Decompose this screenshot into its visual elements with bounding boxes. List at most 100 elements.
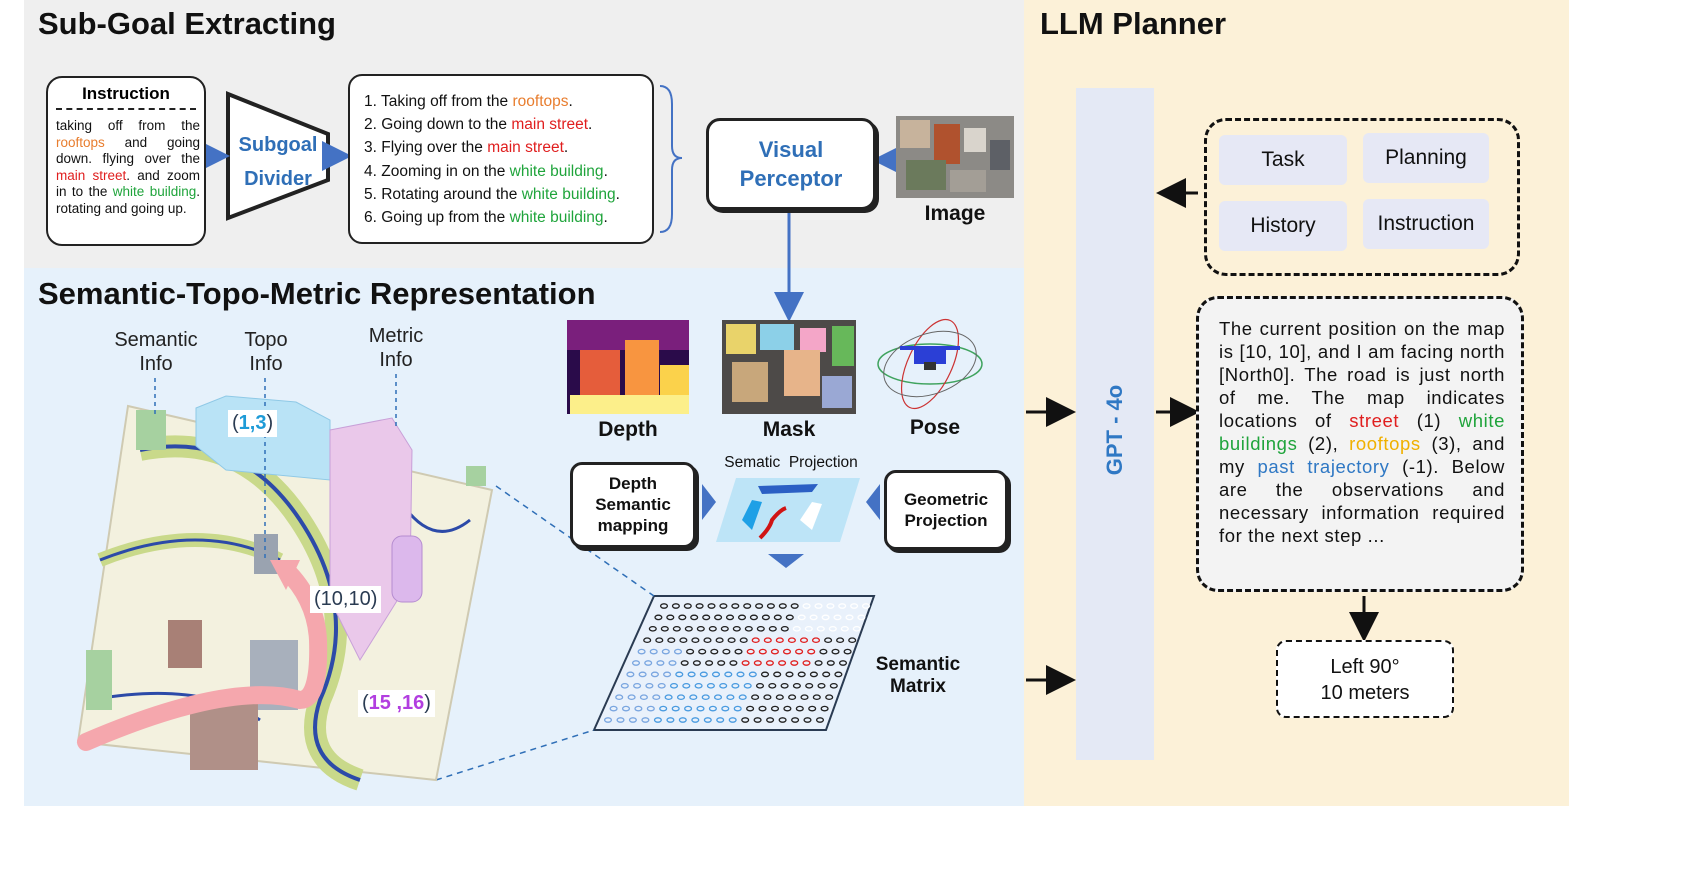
chip-instruction: Instruction	[1363, 199, 1489, 249]
semantic-matrix-label: Semantic Matrix	[862, 654, 974, 698]
matrix-cell	[828, 625, 837, 632]
subgoal-keyword: white building	[509, 162, 604, 180]
matrix-cell	[766, 717, 775, 723]
matrix-cell	[795, 705, 804, 712]
chip-planning: Planning	[1363, 133, 1489, 183]
matrix-cell	[603, 717, 613, 723]
semantic-info-line2: Info	[139, 353, 173, 375]
subgoal-text: 2. Going down to the	[364, 116, 512, 134]
matrix-cell	[826, 660, 835, 666]
matrix-cell	[703, 717, 712, 723]
metric-info-line2: Info	[379, 349, 413, 371]
matrix-cell	[795, 648, 804, 655]
matrix-cell	[822, 671, 831, 678]
matrix-cell	[734, 648, 743, 655]
matrix-cell	[717, 660, 726, 666]
subgoal-text: 3. Flying over the	[364, 139, 488, 157]
instruction-keyword-rooftops: rooftops	[56, 134, 105, 150]
matrix-cell	[703, 637, 712, 644]
depth-image	[567, 320, 689, 414]
subgoal-punct: .	[603, 162, 608, 180]
matrix-cell	[809, 614, 818, 621]
instruction-text: taking off from the rooftops and going d…	[56, 118, 200, 217]
sematic-projection-label: Sematic Projection	[724, 454, 858, 471]
matrix-cell	[719, 603, 728, 609]
prompt-part: (2),	[1297, 433, 1350, 454]
matrix-cell	[756, 625, 765, 632]
gpt-model-label-wrap: GPT - 4o	[1076, 380, 1154, 480]
prompt-box: The current position on the map is [10, …	[1196, 296, 1524, 592]
metric-info-label: Metric Info	[352, 324, 440, 372]
matrix-cell	[667, 637, 676, 644]
subgoal-divider-label: Subgoal Divider	[228, 128, 328, 196]
matrix-cell	[696, 625, 705, 632]
matrix-cell	[686, 648, 695, 655]
matrix-cell	[627, 694, 636, 701]
representation-title: Semantic-Topo-Metric Representation	[38, 276, 596, 311]
prompt-part: white buildings	[1219, 410, 1505, 454]
matrix-cell	[631, 660, 641, 666]
matrix-cell	[639, 694, 648, 701]
matrix-cell	[787, 637, 796, 644]
subgoal-punct: .	[603, 209, 608, 227]
matrix-cell	[755, 682, 765, 689]
matrix-cell	[669, 682, 679, 689]
subgoal-text: 5. Rotating around the	[364, 185, 522, 203]
matrix-cell	[628, 717, 637, 723]
matrix-cell	[694, 682, 703, 689]
matrix-cell	[680, 660, 689, 666]
subgoal-punct: .	[568, 93, 573, 110]
matrix-cell	[675, 671, 684, 678]
matrix-cell	[722, 648, 731, 655]
matrix-cell	[804, 625, 813, 632]
matrix-cell	[649, 648, 658, 655]
matrix-cell	[701, 694, 710, 701]
matrix-cell	[637, 648, 646, 655]
matrix-cell	[845, 614, 854, 621]
matrix-cell	[672, 625, 681, 632]
coord-current-value: 10,10	[320, 588, 371, 610]
gp-line2: Projection	[904, 511, 988, 530]
semantic-info-label: Semantic Info	[104, 328, 208, 376]
gpt-model-label: GPT - 4o	[1102, 384, 1128, 476]
matrix-cell	[683, 603, 692, 609]
subgoal-punct: .	[615, 185, 620, 203]
matrix-cell	[626, 671, 635, 678]
matrix-cell	[758, 705, 767, 712]
matrix-cell	[671, 705, 680, 712]
matrix-cell	[645, 682, 654, 689]
prompt-text: The current position on the map is [10, …	[1219, 317, 1505, 547]
matrix-cell	[753, 717, 762, 723]
matrix-cell	[736, 671, 745, 678]
subgoal-keyword: rooftops	[512, 93, 569, 110]
matrix-cell	[690, 614, 699, 621]
matrix-cell	[836, 637, 845, 644]
instruction-part: and going down. flying over the	[56, 134, 200, 167]
matrix-cell	[705, 660, 714, 666]
prompt-part: (-1). Below are the observations and nec…	[1219, 456, 1506, 546]
matrix-cell	[812, 694, 821, 701]
sm-line2: Matrix	[890, 676, 946, 697]
matrix-cell	[800, 694, 809, 701]
matrix-cell	[743, 682, 752, 689]
matrix-cell	[815, 717, 825, 723]
matrix-cell	[659, 603, 669, 609]
gpt-model-bar	[1076, 88, 1154, 760]
matrix-cell	[715, 637, 724, 644]
matrix-cell	[710, 648, 719, 655]
matrix-cell	[821, 614, 830, 621]
matrix-cell	[721, 705, 730, 712]
matrix-cell	[802, 660, 811, 666]
coord-metric: (15 ,16)	[358, 690, 435, 717]
matrix-cell	[824, 637, 833, 644]
matrix-cell	[857, 614, 866, 621]
llm-planner-title: LLM Planner	[1040, 6, 1227, 41]
matrix-cell	[663, 671, 672, 678]
metric-info-line1: Metric	[368, 325, 424, 347]
aerial-image	[896, 116, 1014, 198]
matrix-cell	[615, 694, 624, 701]
matrix-cell	[802, 603, 811, 609]
matrix-cell	[792, 625, 801, 632]
visual-perceptor-line2: Perceptor	[739, 166, 843, 191]
matrix-cell	[814, 603, 823, 609]
